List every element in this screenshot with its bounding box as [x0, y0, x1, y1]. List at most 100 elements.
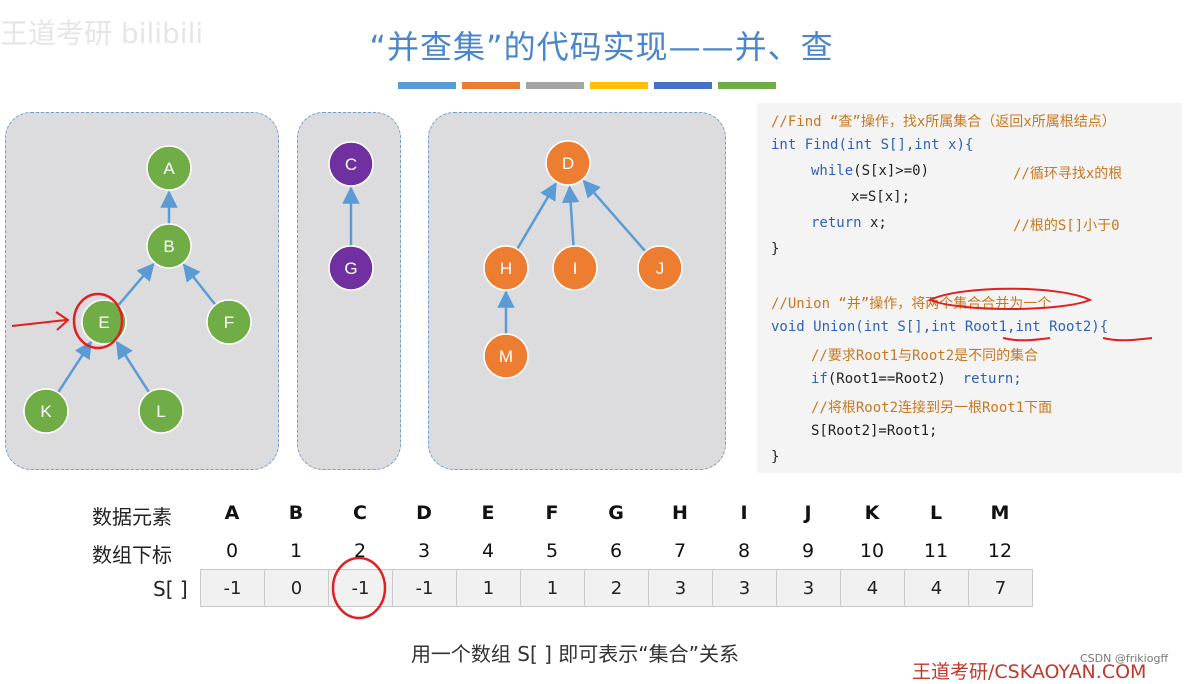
s-cell-5: 1 — [521, 570, 585, 606]
node-label-G: G — [344, 259, 357, 278]
index-0: 0 — [225, 540, 239, 562]
return-line: return x; — [811, 215, 887, 231]
s-cell-6: 2 — [585, 570, 649, 606]
node-label-D: D — [562, 154, 574, 173]
edge-F-B — [182, 263, 217, 306]
find-comment: //Find “查”操作，找x所属集合（返回x所属根结点） — [771, 114, 1116, 130]
color-bar-0 — [398, 82, 456, 89]
color-bar-strip — [398, 82, 776, 89]
node-H: H — [483, 245, 529, 291]
while-line: while(S[x]>=0) — [811, 163, 929, 179]
while-keyword: while — [811, 163, 854, 179]
index-3: 3 — [417, 540, 431, 562]
element-A: A — [224, 502, 240, 524]
index-5: 5 — [545, 540, 559, 562]
element-J: J — [804, 502, 812, 524]
s-cell-8: 3 — [713, 570, 777, 606]
node-label-I: I — [573, 259, 578, 278]
return-value: x; — [861, 215, 887, 231]
index-10: 10 — [859, 540, 885, 562]
index-2: 2 — [353, 540, 367, 562]
color-bar-5 — [718, 82, 776, 89]
if-line: if(Root1==Root2) return; — [811, 371, 1022, 387]
index-1: 1 — [289, 540, 303, 562]
element-G: G — [608, 502, 624, 524]
slide-title: “并查集”的代码实现——并、查 — [369, 28, 834, 66]
element-L: L — [929, 502, 943, 524]
node-label-M: M — [499, 347, 513, 366]
s-cell-10: 4 — [841, 570, 905, 606]
index-4: 4 — [481, 540, 495, 562]
s-cell-12: 7 — [969, 570, 1032, 606]
index-9: 9 — [801, 540, 815, 562]
assign-line: x=S[x]; — [851, 189, 911, 205]
code-block: //Find “查”操作，找x所属集合（返回x所属根结点） int Find(i… — [757, 103, 1182, 473]
color-bar-1 — [462, 82, 520, 89]
s-cell-1: 0 — [265, 570, 329, 606]
link-comment: //将根Root2连接到另一根Root1下面 — [811, 400, 1053, 416]
require-comment: //要求Root1与Root2是不同的集合 — [811, 348, 1039, 364]
color-bar-2 — [526, 82, 584, 89]
s-cell-7: 3 — [649, 570, 713, 606]
if-condition: (Root1==Root2) — [827, 371, 946, 387]
node-F: F — [206, 299, 252, 345]
caption: 用一个数组 S[ ] 即可表示“集合”关系 — [410, 642, 740, 666]
find-close: } — [771, 241, 780, 257]
node-label-L: L — [156, 402, 165, 421]
element-K: K — [864, 502, 880, 524]
link-statement: S[Root2]=Root1; — [811, 423, 938, 439]
node-K: K — [23, 388, 69, 434]
csdn-watermark: CSDN @frikiogff — [1080, 652, 1169, 665]
edge-I-D — [561, 185, 580, 247]
node-D: D — [545, 140, 591, 186]
index-11: 11 — [923, 540, 949, 562]
s-cell-0: -1 — [201, 570, 265, 606]
node-B: B — [146, 223, 192, 269]
index-7: 7 — [673, 540, 687, 562]
node-A: A — [146, 145, 192, 191]
element-M: M — [990, 502, 1010, 524]
if-return: return; — [962, 371, 1022, 387]
edge-H-D — [516, 182, 557, 250]
find-signature: int Find(int S[],int x){ — [771, 137, 973, 153]
color-bar-4 — [654, 82, 712, 89]
element-B: B — [288, 502, 304, 524]
node-I: I — [552, 245, 598, 291]
index-8: 8 — [737, 540, 751, 562]
union-signature: void Union(int S[],int Root1,int Root2){ — [771, 319, 1108, 335]
node-label-J: J — [656, 259, 665, 278]
s-cell-3: -1 — [393, 570, 457, 606]
node-M: M — [483, 333, 529, 379]
color-bar-3 — [590, 82, 648, 89]
node-L: L — [138, 388, 184, 434]
find-sig-rest: Find(int S[],int x){ — [796, 137, 974, 153]
edge-K-E — [56, 340, 92, 394]
node-label-B: B — [163, 237, 174, 256]
index-12: 12 — [987, 540, 1013, 562]
s-cell-4: 1 — [457, 570, 521, 606]
node-label-K: K — [40, 402, 52, 421]
node-J: J — [637, 245, 683, 291]
union-sig-rest: Union(int S[],int Root1,int Root2){ — [804, 319, 1109, 335]
s-cell-9: 3 — [777, 570, 841, 606]
element-H: H — [672, 502, 688, 524]
union-sig-keyword: void — [771, 319, 805, 335]
element-F: F — [545, 502, 559, 524]
node-C: C — [328, 141, 374, 187]
s-cell-11: 4 — [905, 570, 969, 606]
node-label-F: F — [224, 313, 234, 332]
index-6: 6 — [609, 540, 623, 562]
edge-L-E — [115, 340, 151, 394]
node-E: E — [81, 299, 127, 345]
watermark: 王道考研 bilibili — [0, 17, 204, 50]
find-sig-keyword: int — [771, 137, 797, 153]
if-keyword: if — [811, 371, 828, 387]
s-cell-2: -1 — [329, 570, 393, 606]
while-comment: //循环寻找x的根 — [1013, 166, 1123, 182]
node-label-A: A — [163, 159, 175, 178]
edge-J-D — [582, 179, 647, 253]
union-close: } — [771, 449, 780, 465]
node-G: G — [328, 245, 374, 291]
while-condition: (S[x]>=0) — [853, 163, 930, 179]
